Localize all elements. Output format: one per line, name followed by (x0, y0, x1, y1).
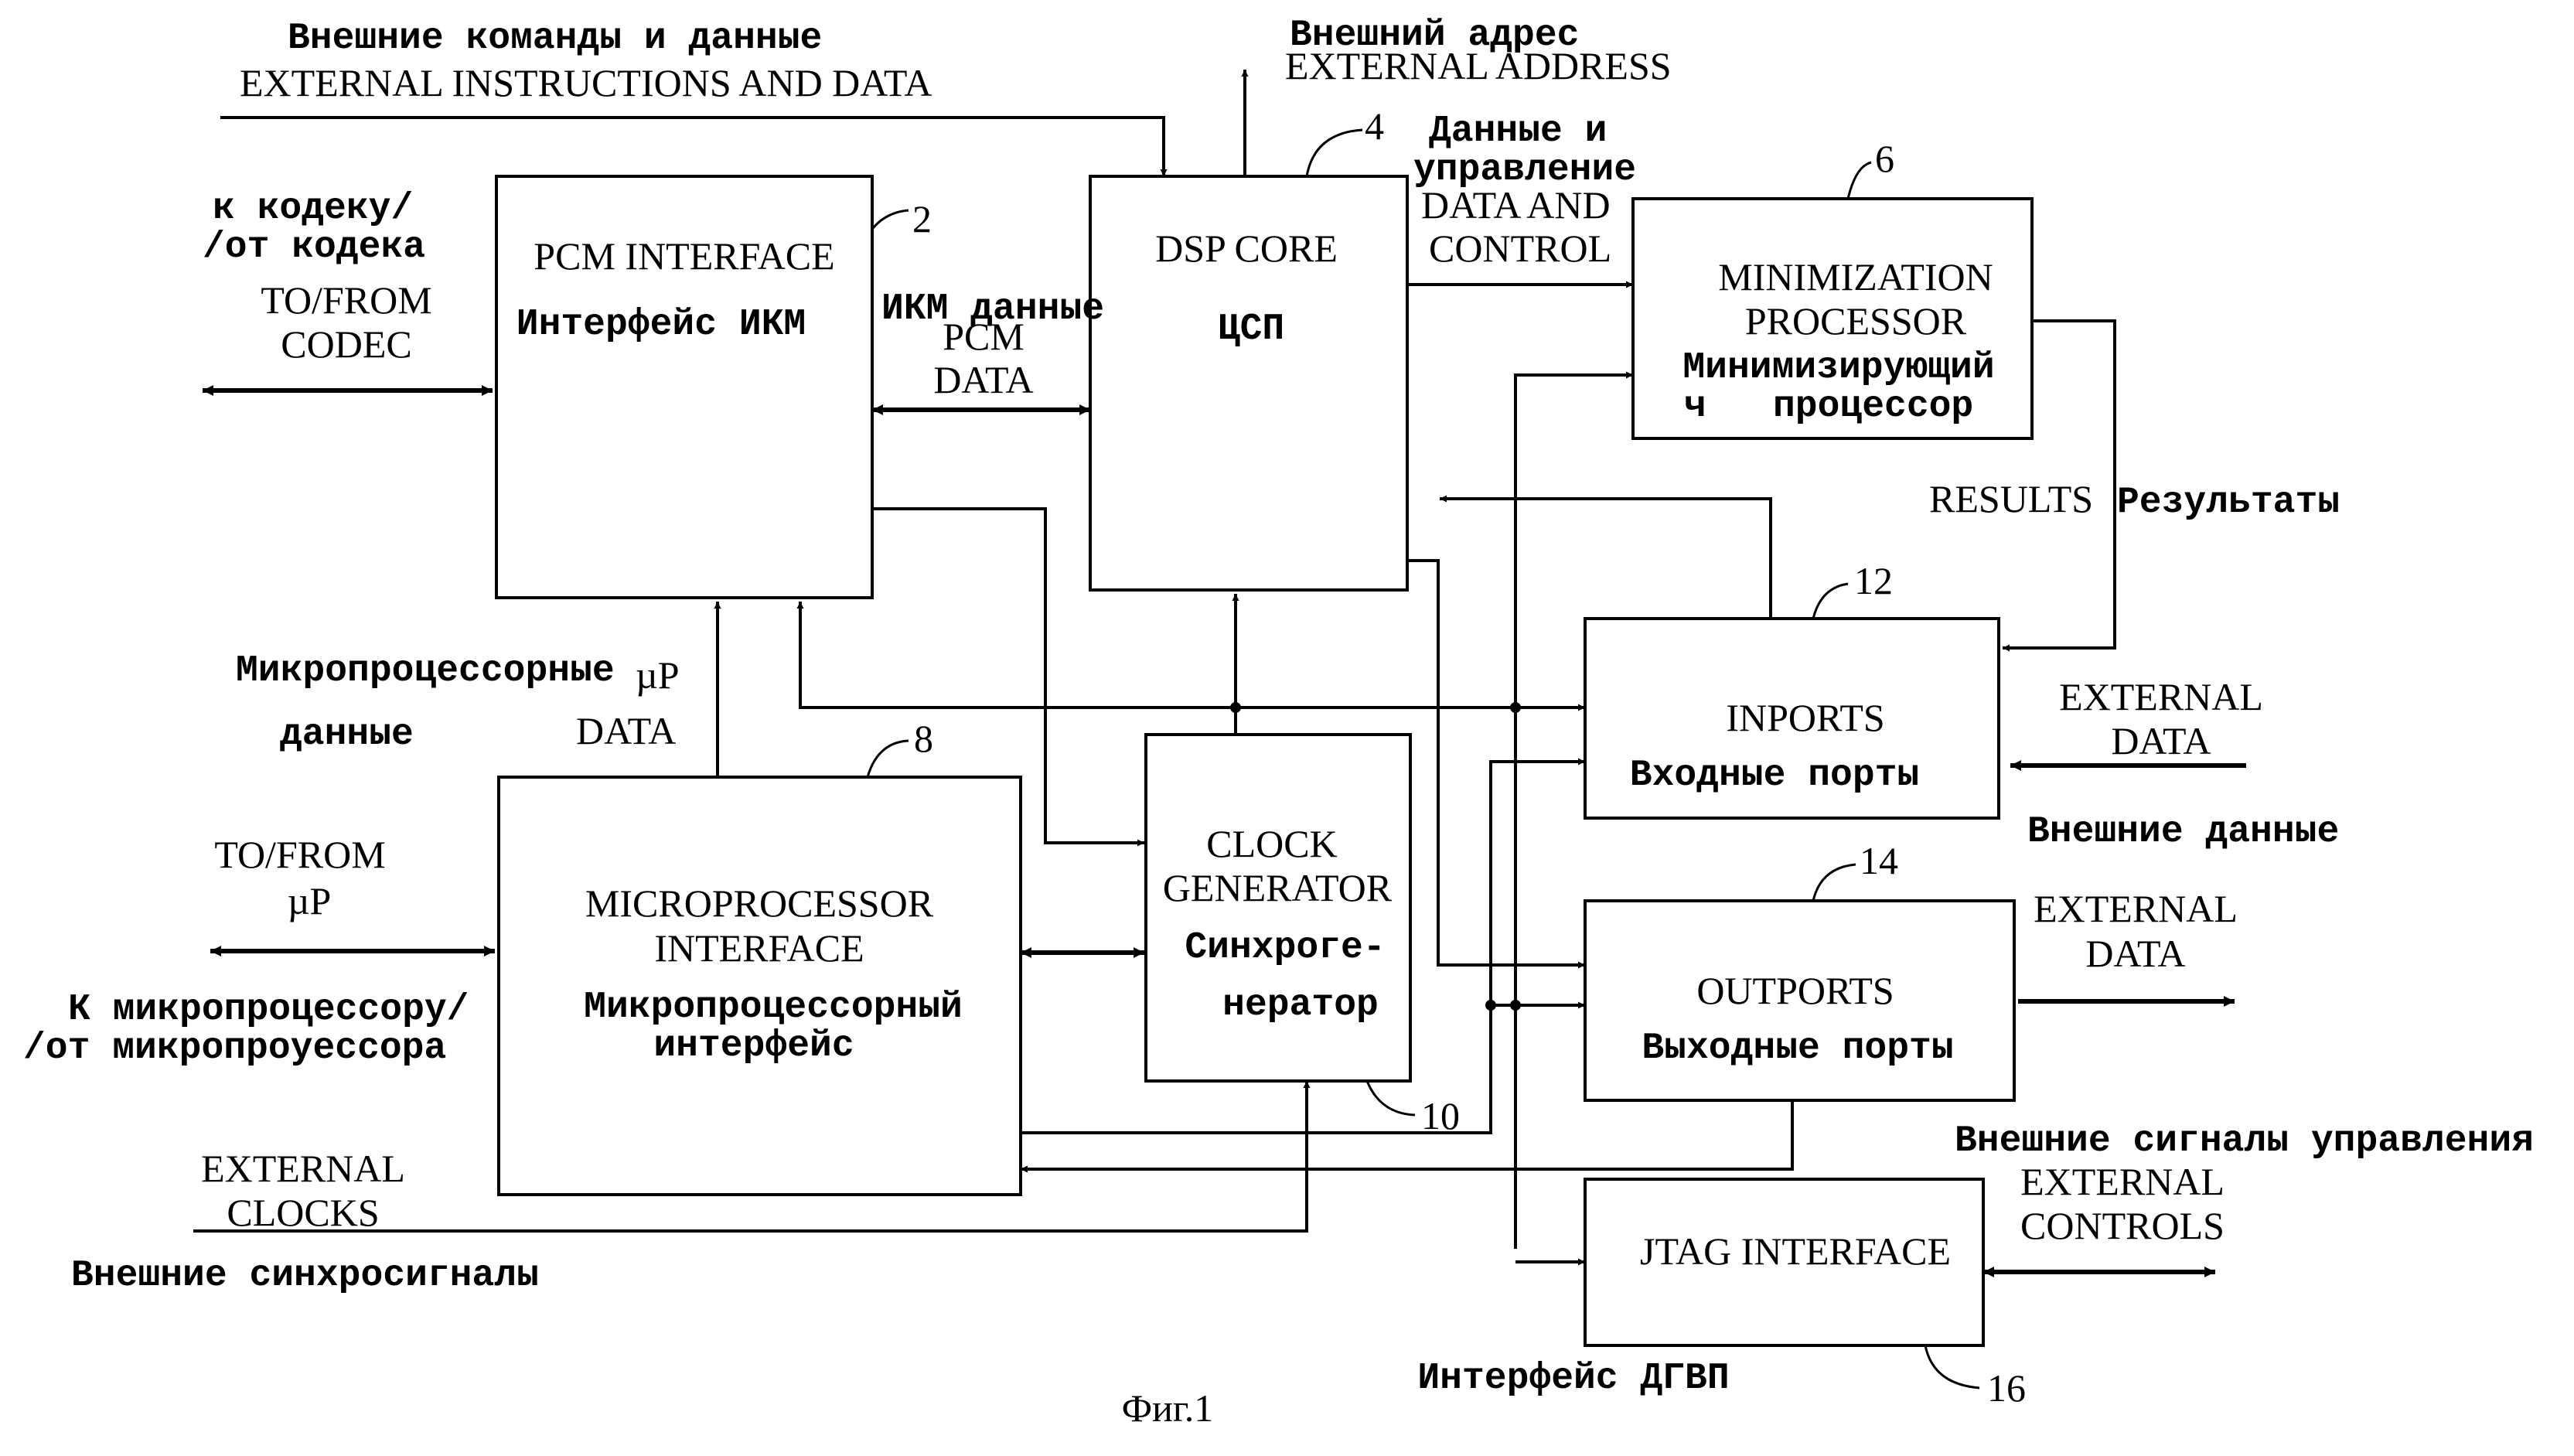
dsp-ref-number: 4 (1365, 104, 1384, 148)
codec-label-ru-1: к кодеку/ (213, 188, 413, 230)
clock-ref-number: 10 (1421, 1094, 1460, 1137)
ext-address-label-en: EXTERNAL ADDRESS (1285, 44, 1672, 87)
jtag-title-ru: Интерфейс ДГВП (1417, 1358, 1729, 1400)
ext-controls-label-en-2: CONTROLS (2020, 1204, 2225, 1247)
clock-title-ru-1: Синхроге- (1185, 927, 1385, 969)
outports-title-ru: Выходные порты (1642, 1028, 1953, 1069)
up-label-en-2: µP (288, 879, 332, 922)
up-data-label-en-1: µP (636, 653, 680, 697)
inports-title-ru: Входные порты (1630, 755, 1919, 796)
up-data-label-ru-1: Микропроцессорные (236, 650, 615, 692)
minproc-title-ru-1: Минимизирующий (1682, 347, 1994, 389)
dsp-title-ru: ЦСП (1218, 309, 1284, 350)
minproc-title-en-2: PROCESSOR (1745, 299, 1967, 343)
ext-data-out-label-en-1: EXTERNAL (2034, 887, 2238, 930)
junction-dot (1510, 702, 1521, 713)
leader-12 (1813, 584, 1848, 619)
ext-instructions-label-en: EXTERNAL INSTRUCTIONS AND DATA (240, 61, 932, 104)
inports-block: INPORTS Входные порты 12 (1585, 559, 1999, 818)
clock-title-ru-2: нератор (1222, 984, 1379, 1026)
up-data-label-en-2: DATA (576, 709, 676, 752)
clock-title-en-1: CLOCK (1206, 822, 1337, 865)
leader-8 (868, 741, 909, 777)
outports-block: OUTPORTS Выходные порты 14 (1585, 839, 2014, 1100)
leader-6 (1848, 162, 1871, 199)
ext-instructions-arrow (220, 118, 1164, 176)
results-label-en: RESULTS (1929, 477, 2093, 520)
minproc-title-ru-2: ч процессор (1684, 386, 1973, 428)
inports-to-dsp-arrow (1440, 499, 1771, 619)
jtag-ref-number: 16 (1987, 1366, 2026, 1410)
ext-data-in-label-ru: Внешние данные (2027, 811, 2339, 853)
up-label-ru-1: К микропроцессору/ (68, 989, 469, 1031)
up-label-en-1: TO/FROM (214, 833, 385, 876)
leader-16 (1925, 1345, 1979, 1388)
minproc-title-en-1: MINIMIZATION (1718, 255, 1993, 298)
minproc-ref-number: 6 (1875, 137, 1894, 180)
pcm-data-label-en-2: DATA (933, 358, 1033, 401)
ext-clocks-label-ru: Внешние синхросигналы (71, 1255, 539, 1297)
outports-to-mpi-arrow (1021, 1102, 1792, 1169)
leader-10 (1367, 1081, 1415, 1115)
pcm-data-label-en-1: PCM (943, 315, 1024, 358)
outports-ref-number: 14 (1860, 839, 1898, 882)
ext-data-in-label-en-1: EXTERNAL (2059, 675, 2263, 718)
pcm-title-en: PCM INTERFACE (534, 234, 834, 278)
data-control-label-en-2: CONTROL (1429, 227, 1611, 270)
pcm-title-ru: Интерфейс ИКМ (517, 304, 806, 346)
pcm-ref-number: 2 (912, 197, 932, 240)
inports-title-en: INPORTS (1726, 696, 1884, 739)
mpi-title-en-1: MICROPROCESSOR (585, 881, 934, 925)
junction-dot (1485, 1000, 1496, 1011)
codec-label-en-1: TO/FROM (261, 278, 431, 322)
leader-4 (1307, 130, 1362, 176)
dsp-core-block: DSP CORE ЦСП 4 (1090, 104, 1407, 590)
clock-generator-block: CLOCK GENERATOR Синхроге- нератор 10 (1146, 735, 1460, 1137)
junction-dot (1510, 1000, 1521, 1011)
pcm-interface-block: PCM INTERFACE Интерфейс ИКМ 2 (496, 176, 932, 598)
inports-ref-number: 12 (1854, 559, 1893, 602)
up-data-bus (800, 602, 1236, 708)
codec-label-ru-2: /от кодека (203, 227, 425, 268)
clock-title-en-2: GENERATOR (1163, 866, 1393, 909)
ext-controls-label-ru: Внешние сигналы управления (1955, 1120, 2534, 1162)
data-control-label-ru-1: Данные и (1429, 111, 1607, 152)
up-data-label-ru-2: данные (280, 714, 414, 755)
ext-clocks-label-en-1: EXTERNAL (201, 1147, 405, 1190)
dsp-title-en: DSP CORE (1155, 227, 1338, 270)
ext-data-in-label-en-2: DATA (2111, 719, 2211, 762)
ext-instructions-label-ru: Внешние команды и данные (288, 18, 822, 60)
results-label-ru: Результаты (2117, 482, 2340, 523)
minimization-processor-block: MINIMIZATION PROCESSOR Минимизирующий ч … (1633, 137, 2032, 438)
codec-label-en-2: CODEC (281, 322, 411, 366)
ext-data-out-label-en-2: DATA (2085, 932, 2185, 975)
mpi-title-ru-2: интерфейс (653, 1025, 854, 1067)
mpi-title-ru-1: Микропроцессорный (584, 987, 963, 1028)
outports-title-en: OUTPORTS (1696, 969, 1894, 1012)
ext-controls-label-en-1: EXTERNAL (2020, 1160, 2225, 1203)
junction-dot (1230, 702, 1241, 713)
mpi-ref-number: 8 (914, 717, 933, 760)
mpi-title-en-2: INTERFACE (654, 926, 864, 970)
ext-clocks-label-en-2: CLOCKS (227, 1191, 379, 1234)
data-control-label-en-1: DATA AND (1421, 183, 1611, 227)
leader-14 (1813, 864, 1856, 901)
figure-caption: Фиг.1 (1122, 1386, 1214, 1430)
up-label-ru-2: /от микропроуессора (23, 1028, 446, 1069)
microprocessor-interface-block: MICROPROCESSOR INTERFACE Микропроцессорн… (499, 717, 1021, 1195)
jtag-title-en: JTAG INTERFACE (1640, 1229, 1951, 1273)
jtag-interface-block: JTAG INTERFACE Интерфейс ДГВП 16 (1417, 1179, 2026, 1410)
